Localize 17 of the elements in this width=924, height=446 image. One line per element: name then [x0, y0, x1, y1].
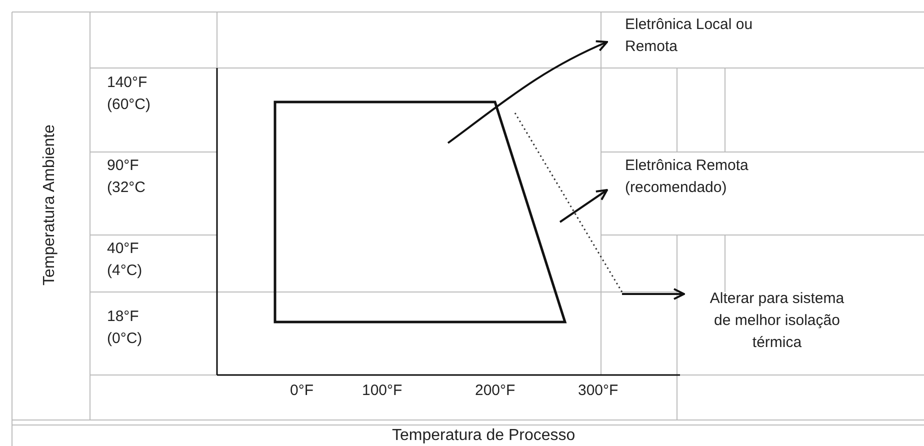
axis-title: Temperatura de Processo	[392, 426, 576, 446]
tick-label: 40°F (4°C)	[107, 239, 144, 281]
tick-label: 140°F (60°C)	[107, 73, 152, 115]
tick-label: 200°F	[475, 381, 516, 401]
operating-envelope-outline	[274, 100, 567, 324]
annotation-text: Eletrônica Local ou Remota	[625, 14, 795, 58]
tick-label: 0°F	[290, 381, 314, 401]
annotation-text: Eletrônica Remota (recomendado)	[625, 155, 795, 199]
annotation-text: Alterar para sistema de melhor isolação térmica	[702, 288, 852, 354]
tick-label: 18°F (0°C)	[107, 307, 144, 349]
tick-label: 100°F	[362, 381, 402, 401]
arrow	[447, 40, 608, 144]
tick-label: 90°F (32°C	[107, 156, 147, 198]
axis-title: Temperatura Ambiente	[40, 124, 59, 286]
tick-label: 300°F	[578, 381, 618, 401]
arrow	[559, 189, 608, 223]
arrow	[622, 288, 685, 300]
